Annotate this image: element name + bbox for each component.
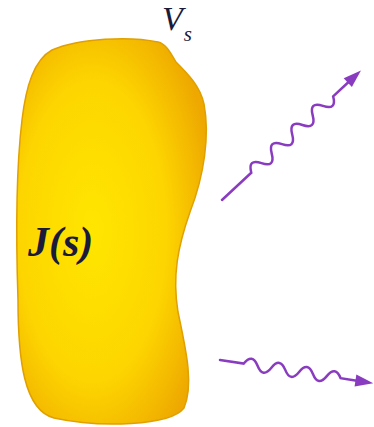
current-label: J(s): [28, 218, 93, 266]
wave-line: [218, 75, 356, 205]
arrow-head: [355, 375, 374, 390]
source-volume: J(s): [14, 36, 210, 427]
volume-symbol: V: [162, 2, 183, 36]
blob-shape: [17, 39, 207, 424]
volume-subscript: s: [184, 24, 192, 45]
arrow-head: [344, 66, 365, 87]
wave-arrow: [219, 354, 374, 389]
wave-arrow: [218, 66, 366, 205]
wave-line: [219, 354, 359, 387]
